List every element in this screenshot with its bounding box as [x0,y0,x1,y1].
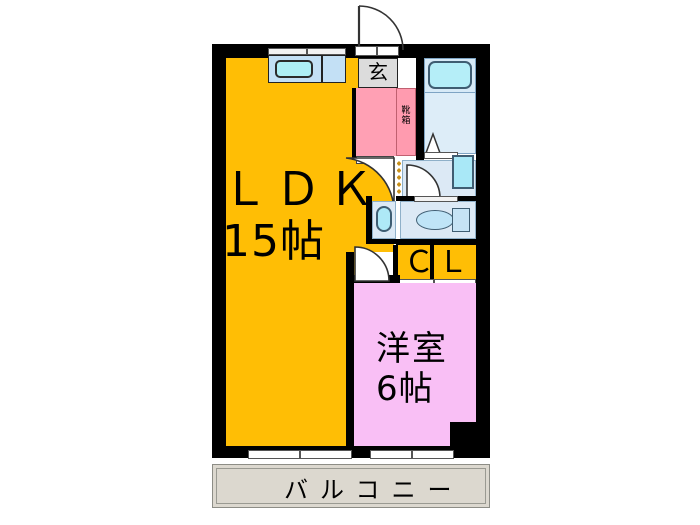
entrance-door-arc [357,5,404,51]
bedroom-label: 洋室 [376,329,448,369]
bedroom-balcony-window-right[interactable] [412,450,454,459]
shoebox-area [396,88,416,156]
washbasin-wall-bottom [366,239,396,244]
washroom-door-arc[interactable] [404,162,446,200]
ldk-balcony-window-right[interactable] [300,450,352,459]
bedroom-wall-left [346,252,354,446]
closet-area [398,245,476,279]
exterior-wall-left [212,62,226,452]
bathroom-wall-left [416,58,424,160]
kitchen-sink-bowl [275,60,313,78]
bedroom-corner-notch [450,422,476,446]
ldk-label: ＬＤＫ [222,162,381,216]
balcony-inner-edge [216,468,486,504]
entrance-door-threshold-left[interactable] [355,46,377,56]
bedroom-door-arc[interactable] [352,244,396,284]
kitchen-counter-divider [321,55,323,83]
wash-basin [376,206,392,232]
ldk-balcony-window-left[interactable] [248,450,300,459]
balcony-area [212,464,490,508]
kitchen-window-sash-right [307,48,346,55]
washing-machine-space [452,155,474,189]
toilet-room-wall-bottom [396,239,476,245]
ldk-area [226,58,366,446]
toilet-tank [452,208,470,232]
shoebox-label: 靴箱 [401,106,411,126]
closet-label: ＣＬ [404,245,472,280]
toilet-bowl [416,210,454,230]
bath-door-fold[interactable] [424,128,450,154]
balcony-label: バルコニー [284,476,464,504]
genkan-hall-wall-left [352,88,356,160]
bedroom-balcony-window-left[interactable] [370,450,412,459]
washbasin-wall-left [366,196,372,242]
exterior-wall-right [476,44,490,458]
bedroom-size-label: 6帖 [376,369,434,409]
toilet-door-sash[interactable] [414,196,458,202]
bedroom-area [354,283,476,446]
ldk-size-label: 15帖 [222,216,325,267]
genkan-tile [358,58,398,88]
genkan-label: 玄 [368,60,388,84]
bathtub [428,61,472,89]
closet-wall-left [393,245,398,279]
entrance-door-threshold-right[interactable] [377,46,399,56]
sliding-partition-dots [396,160,402,198]
kitchen-window-sash-left [268,48,307,55]
closet-divider [430,245,434,279]
